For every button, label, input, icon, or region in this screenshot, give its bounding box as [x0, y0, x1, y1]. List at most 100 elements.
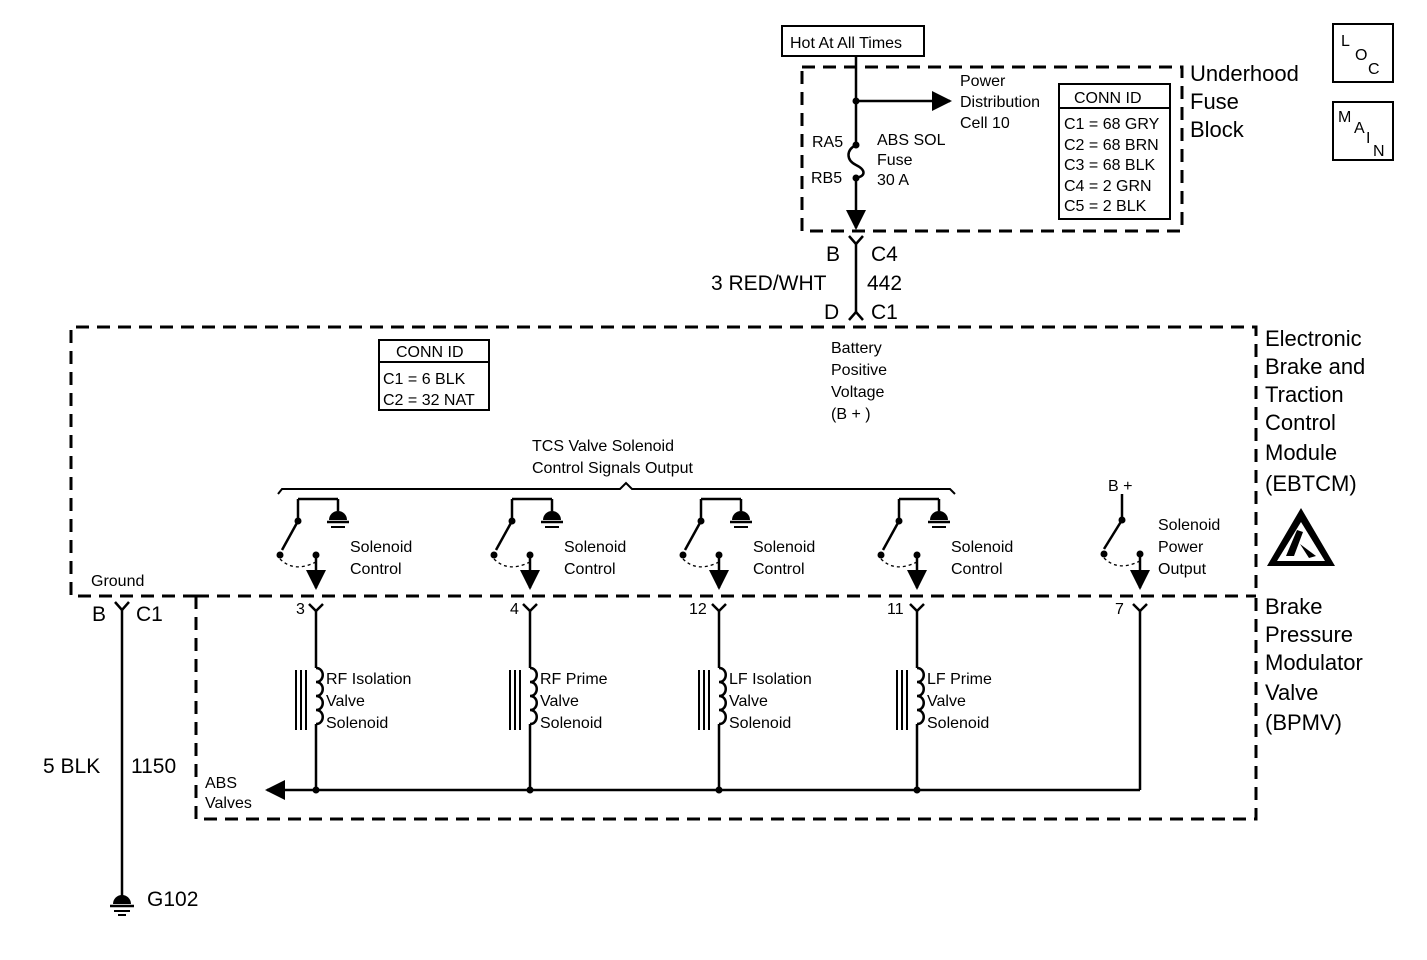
ebtcm-title-line-5: Module	[1265, 440, 1337, 465]
power-output-line-3: Output	[1158, 561, 1207, 578]
solenoid-coil-icon	[315, 666, 324, 726]
underhood-fuse-block: Hot At All Times Power Distribution Cell…	[781, 25, 1299, 233]
solenoid-label: Solenoid	[326, 715, 388, 732]
power-output-line-1: Solenoid	[1158, 517, 1220, 534]
wire-gauge-color: 3 RED/WHT	[711, 272, 827, 295]
solenoid-label: Valve	[540, 693, 579, 710]
solenoid-control-switches: SolenoidControlSolenoidControlSolenoidCo…	[276, 497, 1013, 590]
pin-label: B	[92, 603, 106, 626]
solenoid-label: Solenoid	[540, 715, 602, 732]
solenoid-coil-icon	[718, 666, 727, 726]
solenoid-control-label: Control	[564, 561, 616, 578]
solenoid-label: Valve	[326, 693, 365, 710]
ebtcm-title-line-4: Control	[1265, 410, 1336, 435]
solenoid-power-output-switch: B + Solenoid Power Output	[1100, 478, 1220, 590]
main-badge[interactable]: M A I N	[1332, 101, 1394, 161]
pin-number: 11	[887, 601, 904, 618]
fuse-block-title-line-2: Fuse	[1190, 89, 1239, 114]
solenoid-control-label: Solenoid	[753, 539, 815, 556]
solenoid-label: LF Prime	[927, 671, 992, 688]
battery-label-line-1: Battery	[831, 340, 882, 357]
solenoid-control-label: Solenoid	[350, 539, 412, 556]
solenoid-label: Solenoid	[729, 715, 791, 732]
tcs-label-line-1: TCS Valve Solenoid	[532, 438, 674, 455]
connector-label: C4	[871, 243, 898, 266]
solenoid-coil-icon	[916, 666, 925, 726]
solenoid-label: RF Prime	[540, 671, 608, 688]
fuse-block-title-line-3: Block	[1190, 117, 1245, 142]
pin-number: 3	[296, 601, 305, 618]
conn-id-row: C3 = 68 BLK	[1064, 157, 1156, 174]
solenoid-control-label: Solenoid	[564, 539, 626, 556]
svg-text:O: O	[1355, 47, 1367, 64]
svg-text:M: M	[1338, 109, 1351, 126]
solenoid-control-label: Solenoid	[951, 539, 1013, 556]
bplus-label: B +	[1108, 478, 1132, 495]
solenoid-label: Valve	[729, 693, 768, 710]
circuit-number: 442	[867, 272, 902, 295]
fuse-symbol	[847, 143, 865, 180]
conn-id-row: C2 = 32 NAT	[383, 392, 475, 409]
pin-label: B	[826, 243, 840, 266]
ebtcm-outline	[69, 325, 1258, 598]
svg-text:I: I	[1366, 130, 1370, 147]
fuse-label-line-1: ABS SOL	[877, 132, 946, 149]
pin-number: 12	[689, 601, 707, 618]
bpmv-title-line-1: Brake	[1265, 594, 1322, 619]
ground-icon	[930, 511, 948, 520]
bpmv-title-line-4: Valve	[1265, 680, 1318, 705]
ground-symbol-icon	[110, 895, 134, 916]
fuse-terminal-rb5: RB5	[811, 170, 842, 187]
fuse-block-conn-id-table: CONN ID C1 = 68 GRY C2 = 68 BRN C3 = 68 …	[1058, 83, 1171, 220]
connector-c4-symbol	[848, 235, 864, 246]
svg-text:C: C	[1368, 61, 1380, 78]
ebtcm-title-line-3: Traction	[1265, 382, 1344, 407]
conn-id-row: C5 = 2 BLK	[1064, 198, 1147, 215]
svg-text:A: A	[1354, 120, 1365, 137]
fuse-label-line-2: Fuse	[877, 152, 913, 169]
bpmv-title-line-3: Modulator	[1265, 650, 1363, 675]
connector-label: C1	[871, 301, 898, 324]
connector-c1-symbol	[848, 310, 864, 321]
pin-label: D	[824, 301, 839, 324]
conn-id-row: C2 = 68 BRN	[1064, 137, 1159, 154]
ground-wire-1150: B C1 5 BLK 1150 G102	[43, 601, 198, 916]
ground-label: Ground	[91, 573, 144, 590]
power-output-line-2: Power	[1158, 539, 1204, 556]
conn-id-row: C1 = 68 GRY	[1064, 116, 1160, 133]
battery-label-line-4: (B + )	[831, 406, 871, 423]
power-distribution-line-3: Cell 10	[960, 115, 1010, 132]
conn-id-title: CONN ID	[1074, 90, 1142, 107]
connector-c1-symbol	[114, 601, 130, 612]
conn-id-title: CONN ID	[396, 344, 464, 361]
abs-valves-line-1: ABS	[205, 775, 237, 792]
wire-gauge-color: 5 BLK	[43, 755, 100, 778]
hot-at-all-times-label: Hot At All Times	[790, 35, 902, 52]
solenoid-label: RF Isolation	[326, 671, 411, 688]
svg-text:N: N	[1373, 143, 1385, 160]
svg-text:L: L	[1341, 33, 1350, 50]
ebtcm-module: CONN ID C1 = 6 BLK C2 = 32 NAT Battery P…	[69, 325, 1365, 598]
tcs-group-bracket	[277, 481, 956, 495]
conn-id-row: C4 = 2 GRN	[1064, 178, 1152, 195]
solenoid-coil-icon	[529, 666, 538, 726]
solenoid-control-label: Control	[350, 561, 402, 578]
loc-badge[interactable]: L O C	[1332, 23, 1394, 83]
fuse-block-outline	[800, 65, 1184, 233]
fuse-block-title-line-1: Underhood	[1190, 61, 1299, 86]
ground-icon	[543, 511, 561, 520]
power-distribution-line-2: Distribution	[960, 94, 1040, 111]
power-distribution-line-1: Power	[960, 73, 1006, 90]
ebtcm-title-line-6: (EBTCM)	[1265, 471, 1357, 496]
battery-label-line-3: Voltage	[831, 384, 884, 401]
ground-icon	[329, 511, 347, 520]
